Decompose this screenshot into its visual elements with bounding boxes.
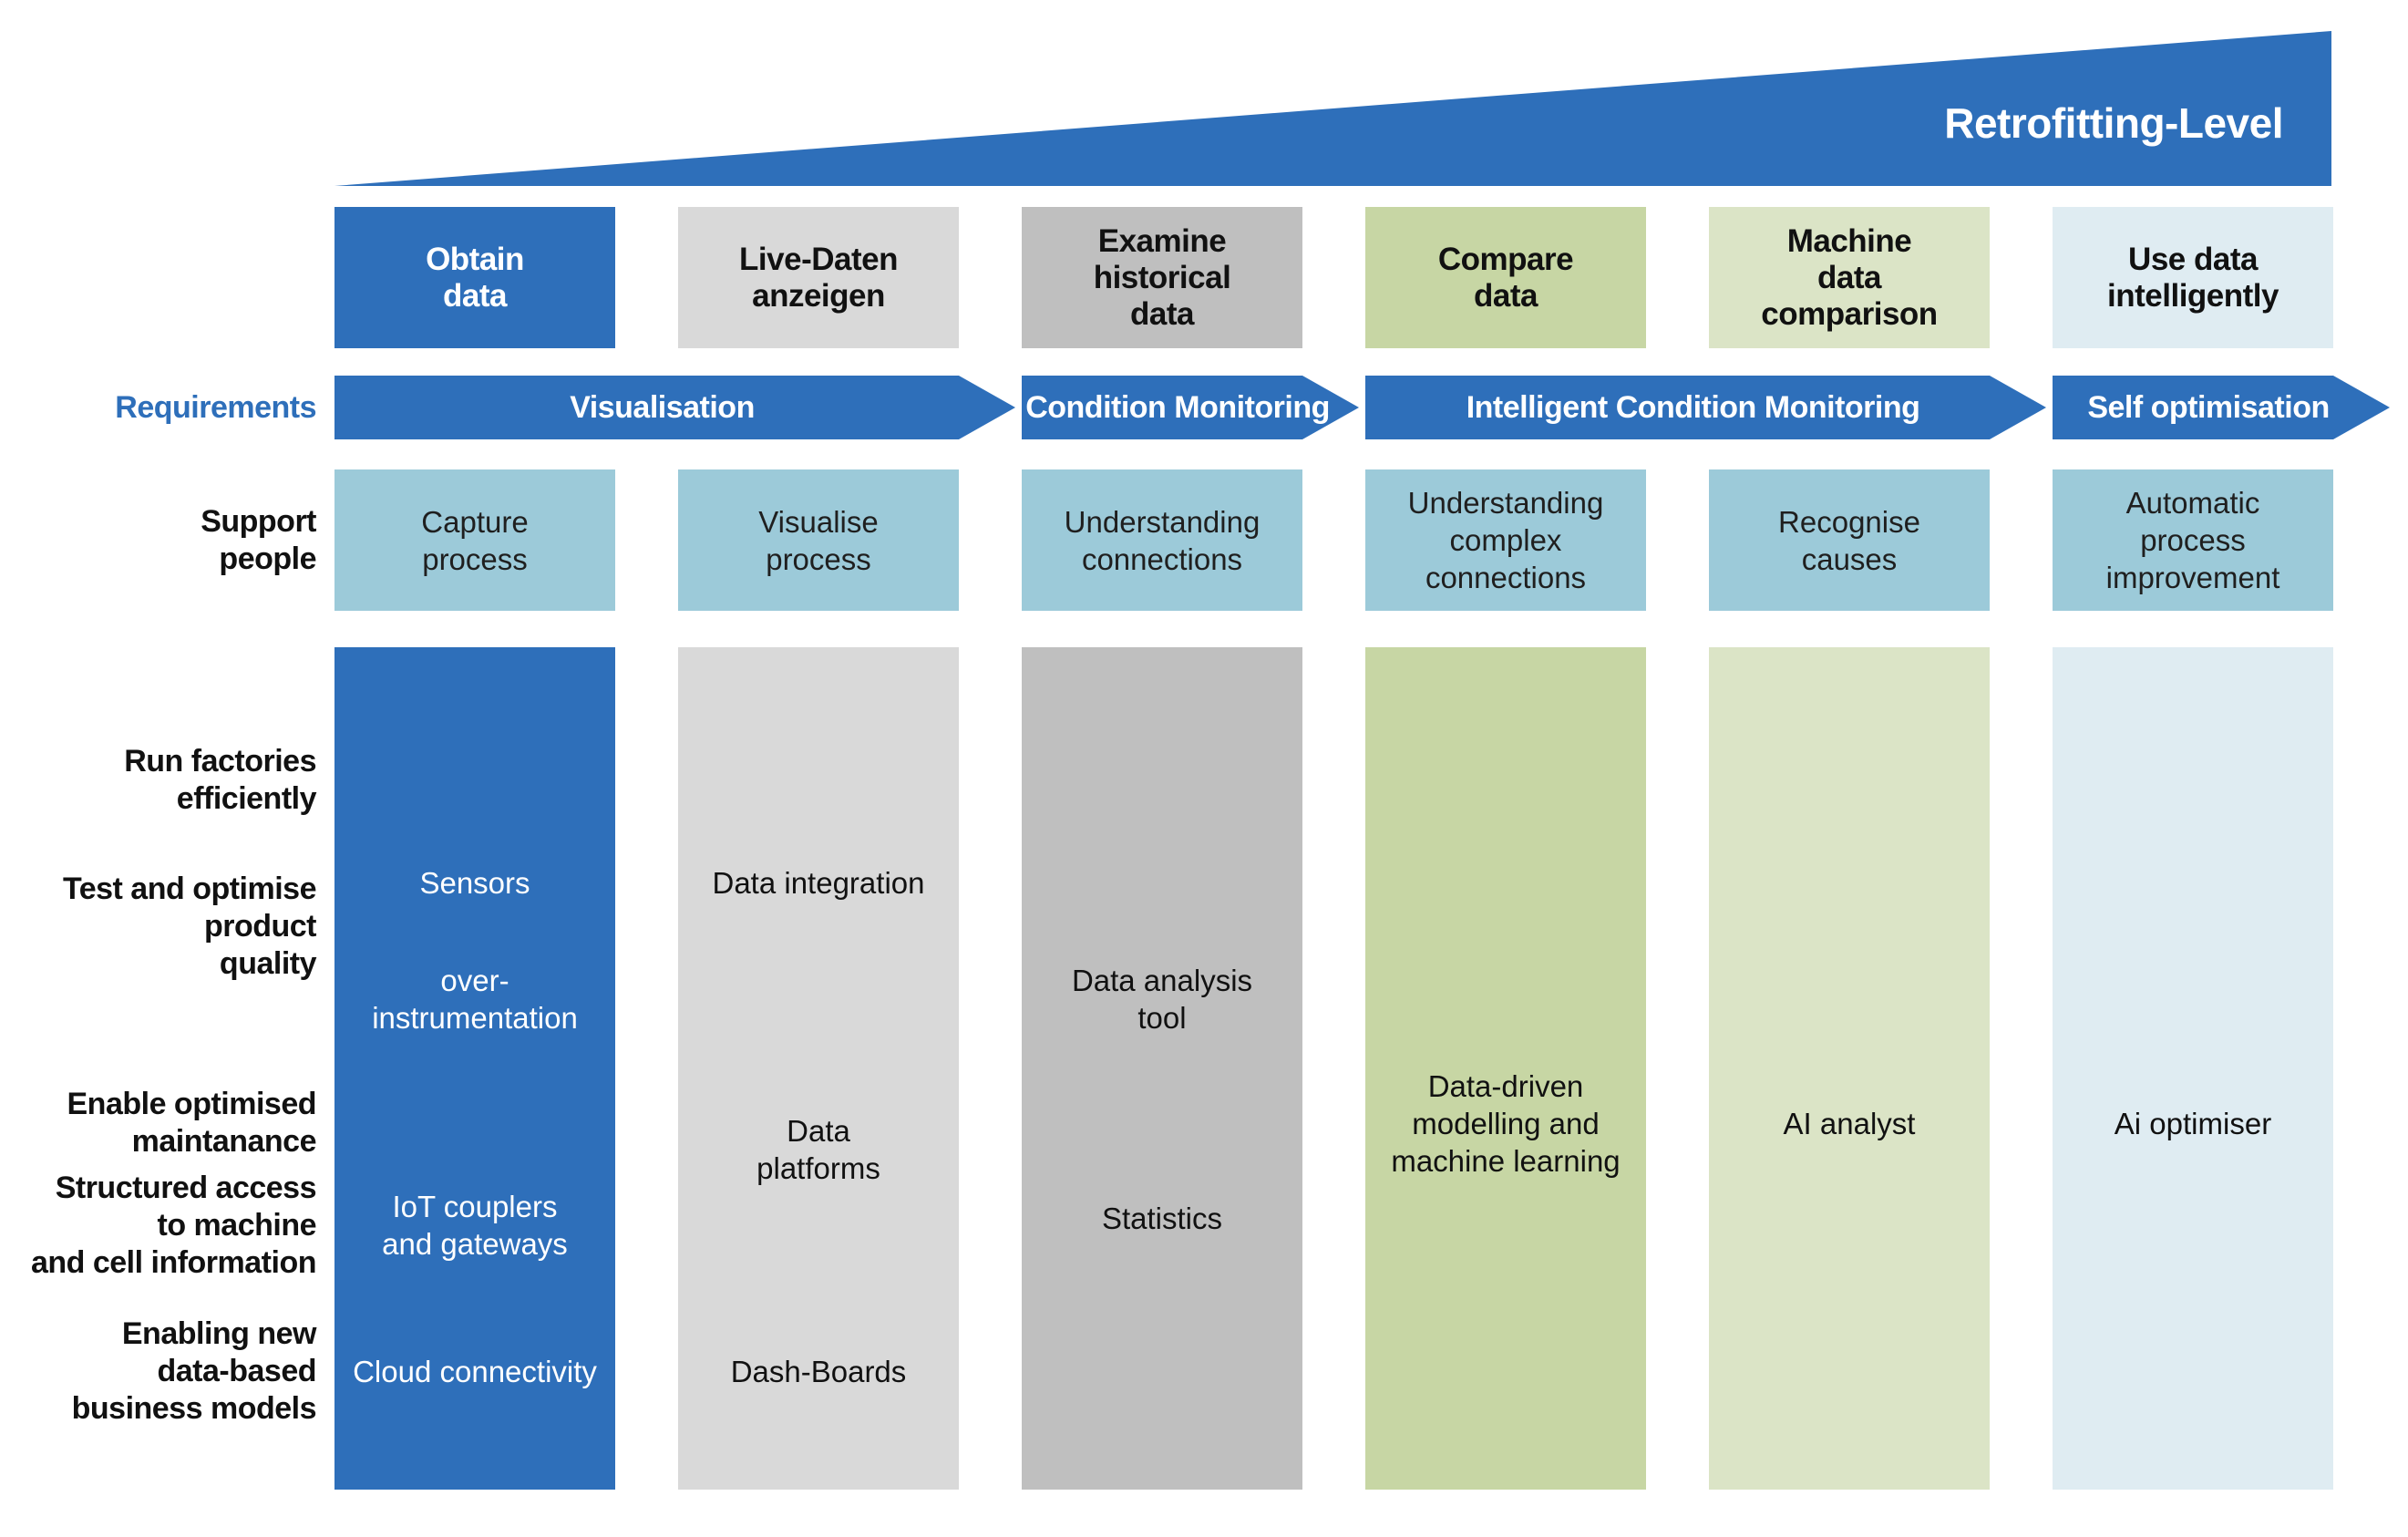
column-4-item: Data-driven modelling and machine learni… (1391, 1068, 1621, 1178)
support-people-label: Support people (201, 503, 316, 576)
row-label-5: Enabling new data-based business models (71, 1315, 317, 1426)
column-2-item: Data platforms (756, 1113, 880, 1185)
column-header-5: Machine data comparison (1709, 207, 1990, 348)
column-header-1: Obtain data (334, 207, 615, 348)
support-cell-3: Understanding connections (1022, 469, 1302, 611)
column-body-6 (2053, 647, 2333, 1490)
column-5-item: AI analyst (1783, 1106, 1916, 1140)
row-label-3: Enable optimised maintanance (67, 1087, 317, 1159)
column-2-item: Data integration (712, 865, 925, 900)
retrofitting-level-title: Retrofitting-Level (1944, 99, 2283, 147)
column-body-1 (334, 647, 615, 1490)
column-header-3: Examine historical data (1022, 207, 1302, 348)
column-body-3 (1022, 647, 1302, 1490)
column-body-2 (678, 647, 959, 1490)
column-2-item: Dash-Boards (730, 1354, 907, 1388)
column-3-item: Data analysis tool (1071, 964, 1253, 1035)
column-header-6: Use data intelligently (2053, 207, 2333, 348)
row-label-2: Test and optimise product quality (62, 871, 317, 981)
column-1-item: Cloud connectivity (353, 1354, 597, 1388)
column-1-item: over- instrumentation (372, 964, 578, 1035)
phase-label-2: Condition Monitoring (1025, 389, 1330, 425)
retrofitting-level-wedge (334, 31, 2331, 186)
support-cell-5: Recognise causes (1709, 469, 1990, 611)
row-label-1: Run factories efficiently (124, 744, 316, 816)
support-cell-6: Automatic process improvement (2053, 469, 2333, 611)
column-1-item: IoT couplers and gateways (382, 1190, 568, 1261)
requirements-label: Requirements (115, 389, 316, 425)
support-cell-4: Understanding complex connections (1365, 469, 1646, 611)
column-body-4 (1365, 647, 1646, 1490)
column-6-item: Ai optimiser (2114, 1106, 2272, 1140)
column-1-item: Sensors (419, 865, 530, 900)
column-header-4: Compare data (1365, 207, 1646, 348)
column-3-item: Statistics (1101, 1201, 1223, 1235)
phase-label-4: Self optimisation (2087, 389, 2330, 425)
retrofitting-level-banner (334, 31, 2331, 186)
row-label-4: Structured access to machine and cell in… (30, 1170, 317, 1280)
support-cell-1: Capture process (334, 469, 615, 611)
column-header-2: Live-Daten anzeigen (678, 207, 959, 348)
support-cell-2: Visualise process (678, 469, 959, 611)
phase-label-3: Intelligent Condition Monitoring (1466, 389, 1920, 425)
phase-label-1: Visualisation (570, 389, 755, 425)
column-body-5 (1709, 647, 1990, 1490)
